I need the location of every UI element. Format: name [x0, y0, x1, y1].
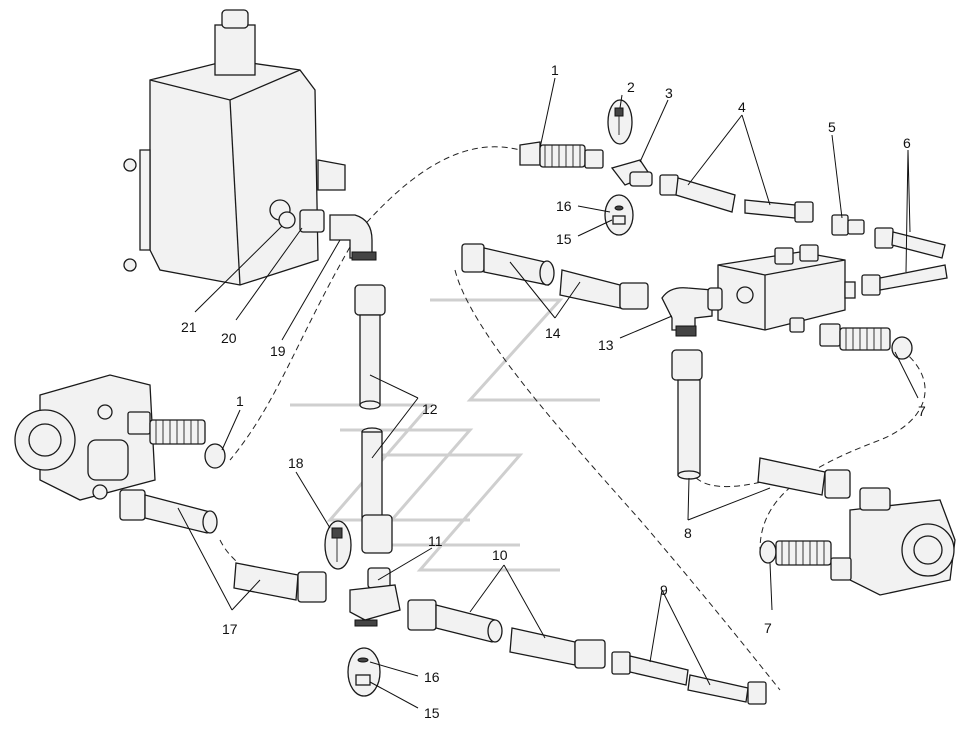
- hoses-17: [119, 489, 327, 603]
- callout-7-top: 7: [918, 403, 926, 419]
- callout-13: 13: [598, 337, 614, 353]
- callout-12: 12: [422, 401, 438, 417]
- callout-15-top: 15: [556, 231, 572, 247]
- tee-11: [349, 567, 401, 627]
- callout-labels: 1 2 3 4 5 6 16 15 14 13 7 21 20 19 1 12 …: [181, 62, 926, 721]
- callout-1-top: 1: [551, 62, 559, 78]
- pipe-8-vertical: [671, 349, 703, 480]
- callout-7-bottom: 7: [764, 620, 772, 636]
- tee-13: [661, 287, 723, 337]
- leader-lines: [177, 77, 919, 709]
- washer-nut-bottom: [347, 647, 381, 697]
- callout-14: 14: [545, 325, 561, 341]
- callout-2: 2: [627, 79, 635, 95]
- callout-16-top: 16: [556, 198, 572, 214]
- washer-nut-top: [604, 194, 634, 236]
- hose-1-left: [127, 411, 226, 469]
- callout-15-bottom: 15: [424, 705, 440, 721]
- callout-16-bottom: 16: [424, 669, 440, 685]
- callout-8: 8: [684, 525, 692, 541]
- bracket-3: [610, 159, 653, 187]
- callout-18: 18: [288, 455, 304, 471]
- callout-5: 5: [828, 119, 836, 135]
- hose-8-right: [757, 457, 851, 499]
- callout-17: 17: [222, 621, 238, 637]
- callout-10: 10: [492, 547, 508, 563]
- valve-block: [717, 244, 856, 333]
- callout-4: 4: [738, 99, 746, 115]
- pipes-4: [659, 174, 814, 223]
- hose-7-top: [819, 323, 913, 360]
- callout-11: 11: [428, 533, 443, 549]
- callout-9: 9: [660, 582, 668, 598]
- callout-19: 19: [270, 343, 286, 359]
- hoses-10: [407, 599, 606, 669]
- pipes-6: [861, 227, 948, 296]
- dashed-routing-lines: [219, 146, 926, 691]
- callout-1-left: 1: [236, 393, 244, 409]
- fitting-5: [831, 214, 865, 236]
- bolt-2: [607, 99, 633, 145]
- callout-3: 3: [665, 85, 673, 101]
- pipes-9: [611, 651, 767, 705]
- callout-6: 6: [903, 135, 911, 151]
- hose-1-top: [519, 141, 604, 169]
- pipes-12: [354, 284, 393, 554]
- cylinder-right: [849, 487, 956, 596]
- tank-fittings: [278, 209, 377, 261]
- hose-7-bottom: [759, 540, 852, 581]
- bolt-18: [324, 520, 352, 570]
- callout-21: 21: [181, 319, 197, 335]
- hoses-14: [461, 243, 649, 310]
- oil-tank: [123, 9, 346, 286]
- callout-20: 20: [221, 330, 237, 346]
- cylinder-left: [14, 374, 156, 501]
